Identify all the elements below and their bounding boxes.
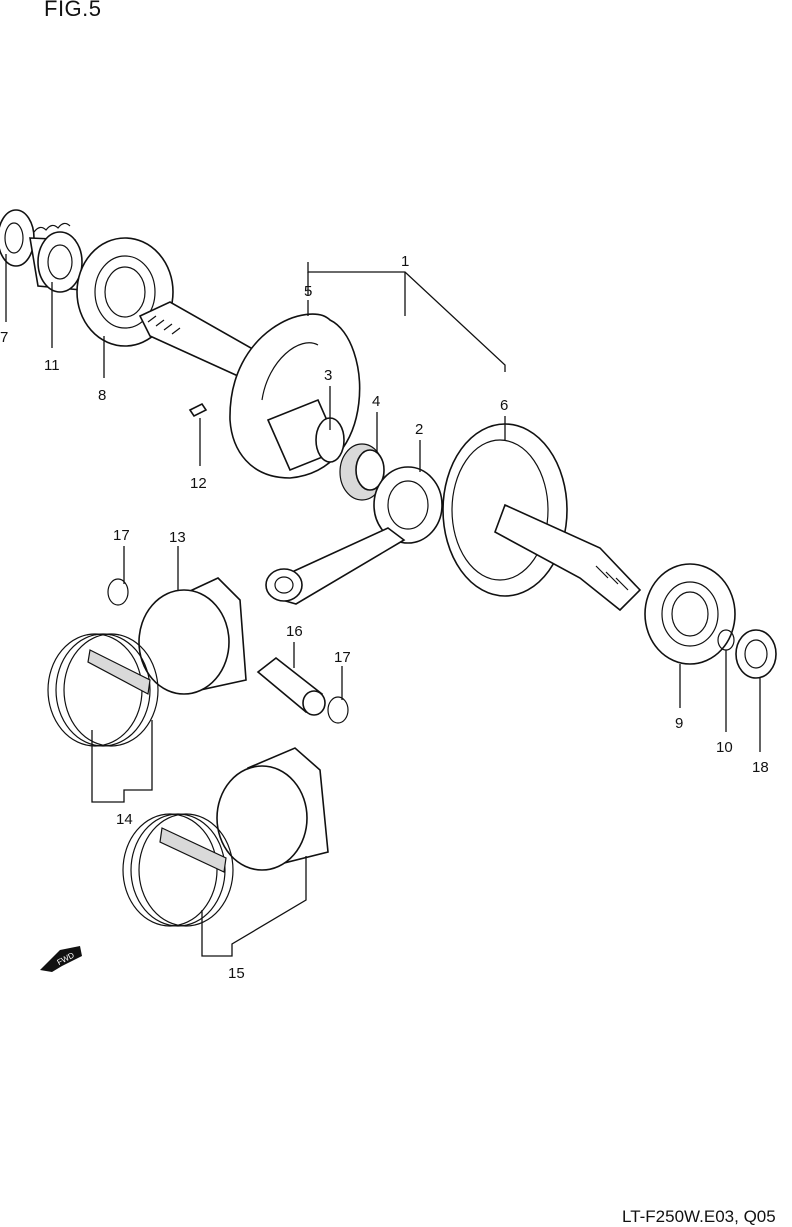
callout-13: 13 bbox=[169, 529, 186, 546]
part-13-piston[interactable] bbox=[138, 577, 247, 695]
callout-15: 15 bbox=[228, 965, 245, 982]
callout-7: 7 bbox=[0, 329, 8, 346]
fwd-arrow-icon: FWD bbox=[40, 946, 82, 972]
leader-lines bbox=[5, 254, 761, 957]
part-16-piston-pin[interactable] bbox=[256, 656, 326, 716]
callout-12: 12 bbox=[190, 475, 207, 492]
part-2-connecting-rod[interactable] bbox=[265, 466, 443, 605]
crankshaft-right-shaft bbox=[494, 503, 642, 612]
diagram-code: LT-F250W.E03, Q05 bbox=[622, 1207, 776, 1226]
callout-16: 16 bbox=[286, 623, 303, 640]
callout-2: 2 bbox=[415, 421, 423, 438]
callout-4: 4 bbox=[372, 393, 380, 410]
figure-title: FIG.5 bbox=[44, 0, 102, 21]
part-12-key[interactable] bbox=[188, 402, 208, 418]
callout-14: 14 bbox=[116, 811, 133, 828]
callout-8: 8 bbox=[98, 387, 106, 404]
part-9-bearing[interactable] bbox=[644, 563, 736, 665]
part-3-crank-pin[interactable] bbox=[266, 398, 345, 472]
callout-5: 5 bbox=[304, 283, 312, 300]
part-7-oil-seal[interactable] bbox=[0, 209, 35, 267]
callout-1: 1 bbox=[401, 253, 409, 270]
part-4-needle-bearing[interactable] bbox=[339, 443, 385, 501]
callout-17-left: 17 bbox=[113, 527, 130, 544]
part-15-piston-ring-set[interactable] bbox=[122, 747, 329, 927]
callout-6: 6 bbox=[500, 397, 508, 414]
callout-17-right: 17 bbox=[334, 649, 351, 666]
part-17-circlip-left[interactable] bbox=[107, 578, 129, 606]
callout-10: 10 bbox=[716, 739, 733, 756]
callout-18: 18 bbox=[752, 759, 769, 776]
callout-9: 9 bbox=[675, 715, 683, 732]
part-11-drive-gear[interactable] bbox=[29, 222, 83, 293]
part-14-piston-rings[interactable] bbox=[47, 633, 159, 747]
crankshaft-left-shaft bbox=[138, 301, 260, 377]
part-17-circlip-right[interactable] bbox=[327, 696, 349, 724]
callout-11: 11 bbox=[44, 357, 60, 374]
part-18-oil-seal[interactable] bbox=[735, 629, 777, 679]
callout-3: 3 bbox=[324, 367, 332, 384]
